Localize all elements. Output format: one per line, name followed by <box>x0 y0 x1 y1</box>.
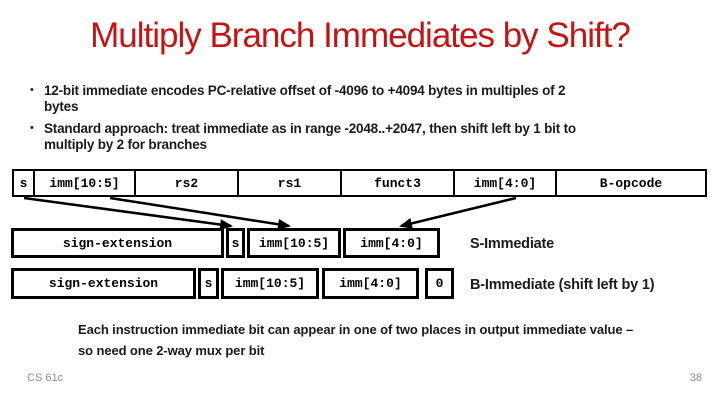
field-imm-4-0: imm[4:0] <box>455 171 557 195</box>
page-title: Multiply Branch Immediates by Shift? <box>90 16 631 55</box>
bullet-item: • Standard approach: treat immediate as … <box>28 121 694 152</box>
field-b-opcode: B-opcode <box>599 175 663 191</box>
bullet-icon: • <box>30 122 34 134</box>
bullet-item: • 12-bit immediate encodes PC-relative o… <box>28 83 694 114</box>
bullet-icon: • <box>30 84 34 96</box>
arrow-imm-4-0 <box>399 196 517 229</box>
note: Each instruction immediate bit can appea… <box>78 319 698 361</box>
field-sign-bit: s <box>14 171 35 195</box>
b-imm-hi-box: imm[10:5] <box>221 268 319 299</box>
s-immediate-label: S-Immediate <box>470 236 555 252</box>
bullet-text-line: multiply by 2 for branches <box>44 136 207 152</box>
note-line: Each instruction immediate bit can appea… <box>78 322 634 337</box>
field-imm-10-5: imm[10:5] <box>35 171 136 195</box>
bullet-text-line: 12-bit immediate encodes PC-relative off… <box>44 83 566 98</box>
instruction-format-row: s imm[10:5] rs2 rs1 funct3 imm[4:0] B-op… <box>12 169 707 197</box>
b-imm-sign-extension-box: sign-extension <box>11 268 196 299</box>
field-funct3: funct3 <box>342 171 455 195</box>
b-immediate-label: B-Immediate (shift left by 1) <box>470 277 655 293</box>
b-imm-sign-bit-box: s <box>198 268 219 299</box>
arrow-imm-10-5 <box>109 196 291 230</box>
bullet-list: • 12-bit immediate encodes PC-relative o… <box>28 83 694 159</box>
s-imm-hi-box: imm[10:5] <box>247 228 341 258</box>
bullet-text-line: Standard approach: treat immediate as in… <box>44 121 576 136</box>
s-imm-lo-box: imm[4:0] <box>343 228 440 258</box>
footer-course: CS 61c <box>27 372 64 384</box>
s-imm-sign-extension-box: sign-extension <box>11 228 224 258</box>
b-imm-zero-box: 0 <box>425 268 454 299</box>
field-rs2: rs2 <box>136 171 239 195</box>
field-rs1: rs1 <box>239 171 342 195</box>
note-line: so need one 2-way mux per bit <box>78 343 265 358</box>
footer-page-number: 38 <box>689 372 702 384</box>
arrow-sign-bit <box>23 196 233 230</box>
bullet-text-line: bytes <box>44 98 79 114</box>
s-imm-sign-bit-box: s <box>226 228 245 258</box>
b-imm-lo-box: imm[4:0] <box>322 268 419 299</box>
